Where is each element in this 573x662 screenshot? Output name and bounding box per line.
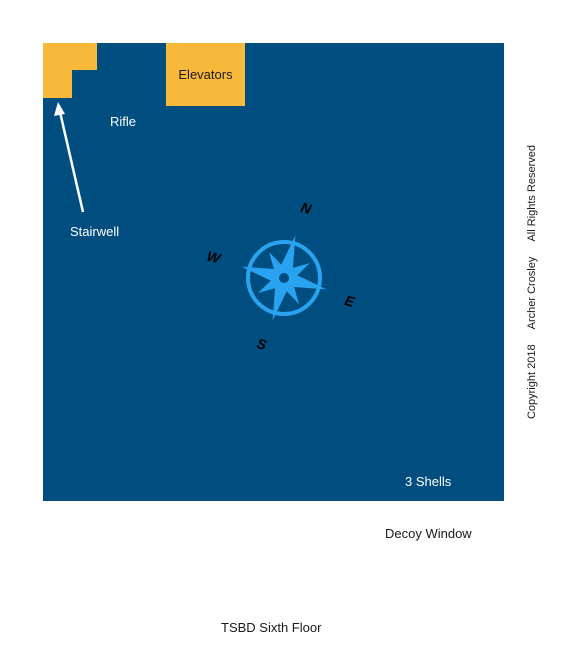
stairwell-label: Stairwell <box>70 224 120 239</box>
shells-label: 3 Shells <box>405 474 452 489</box>
elevators-block: Elevators <box>166 43 245 106</box>
elevators-label: Elevators <box>178 67 233 82</box>
stairwell-arrow-icon <box>54 102 85 213</box>
rifle-label: Rifle <box>110 114 137 129</box>
stairwell-block-bottom <box>43 70 72 98</box>
decoy-window-label: Decoy Window <box>385 526 472 541</box>
stairwell-block-top <box>43 43 97 70</box>
compass-rose-icon <box>241 235 327 321</box>
copyright-rights: All Rights Reserved <box>526 144 538 242</box>
copyright-notice: Copyright 2018 Archer Crosley All Rights… <box>526 139 538 425</box>
copyright-year: Copyright 2018 <box>526 344 538 420</box>
copyright-author: Archer Crosley <box>526 256 538 330</box>
map-title: TSBD Sixth Floor <box>221 620 322 635</box>
